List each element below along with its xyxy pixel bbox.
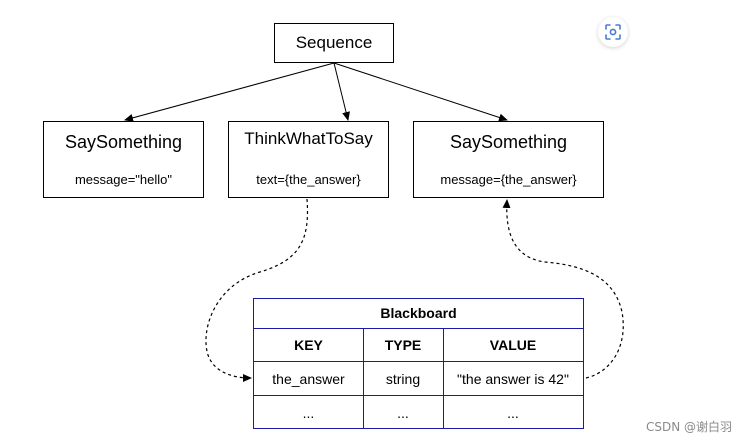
cell-key: the_answer — [272, 371, 345, 387]
cell-type: string — [385, 371, 421, 387]
edge-sequence-to-saysomething-1 — [124, 62, 335, 122]
saysomething-node-answer: SaySomething message={the_answer} — [413, 121, 604, 198]
header-type: TYPE — [384, 337, 422, 353]
header-key: KEY — [294, 337, 323, 353]
node-param: text={the_answer} — [256, 172, 361, 187]
thinkwhattosay-node: ThinkWhatToSay text={the_answer} — [228, 121, 389, 198]
cell-ellipsis-type: ... — [397, 405, 409, 421]
saysomething-node-hello: SaySomething message="hello" — [43, 121, 204, 198]
image-scan-button[interactable] — [598, 17, 628, 47]
sequence-node: Sequence — [274, 23, 394, 63]
node-title: SaySomething — [449, 132, 568, 152]
node-param: message="hello" — [74, 172, 173, 187]
header-value: VALUE — [489, 337, 537, 353]
scan-icon — [605, 24, 621, 40]
sequence-label: Sequence — [295, 33, 373, 52]
edge-sequence-to-thinkwhattosay — [333, 62, 350, 121]
watermark-text: CSDN @谢白羽 — [645, 420, 732, 434]
node-title: SaySomething — [64, 132, 183, 152]
cell-ellipsis-key: ... — [302, 405, 315, 421]
blackboard-title: Blackboard — [380, 305, 457, 321]
node-title: ThinkWhatToSay — [244, 129, 373, 148]
dataflow-think-to-blackboard — [205, 198, 309, 382]
cell-value: "the answer is 42" — [457, 371, 569, 387]
edge-sequence-to-saysomething-2 — [333, 62, 508, 122]
node-param: message={the_answer} — [440, 172, 577, 187]
cell-ellipsis-value: ... — [507, 405, 519, 421]
blackboard-table: Blackboard KEY TYPE VALUE the_answer str… — [253, 298, 584, 429]
